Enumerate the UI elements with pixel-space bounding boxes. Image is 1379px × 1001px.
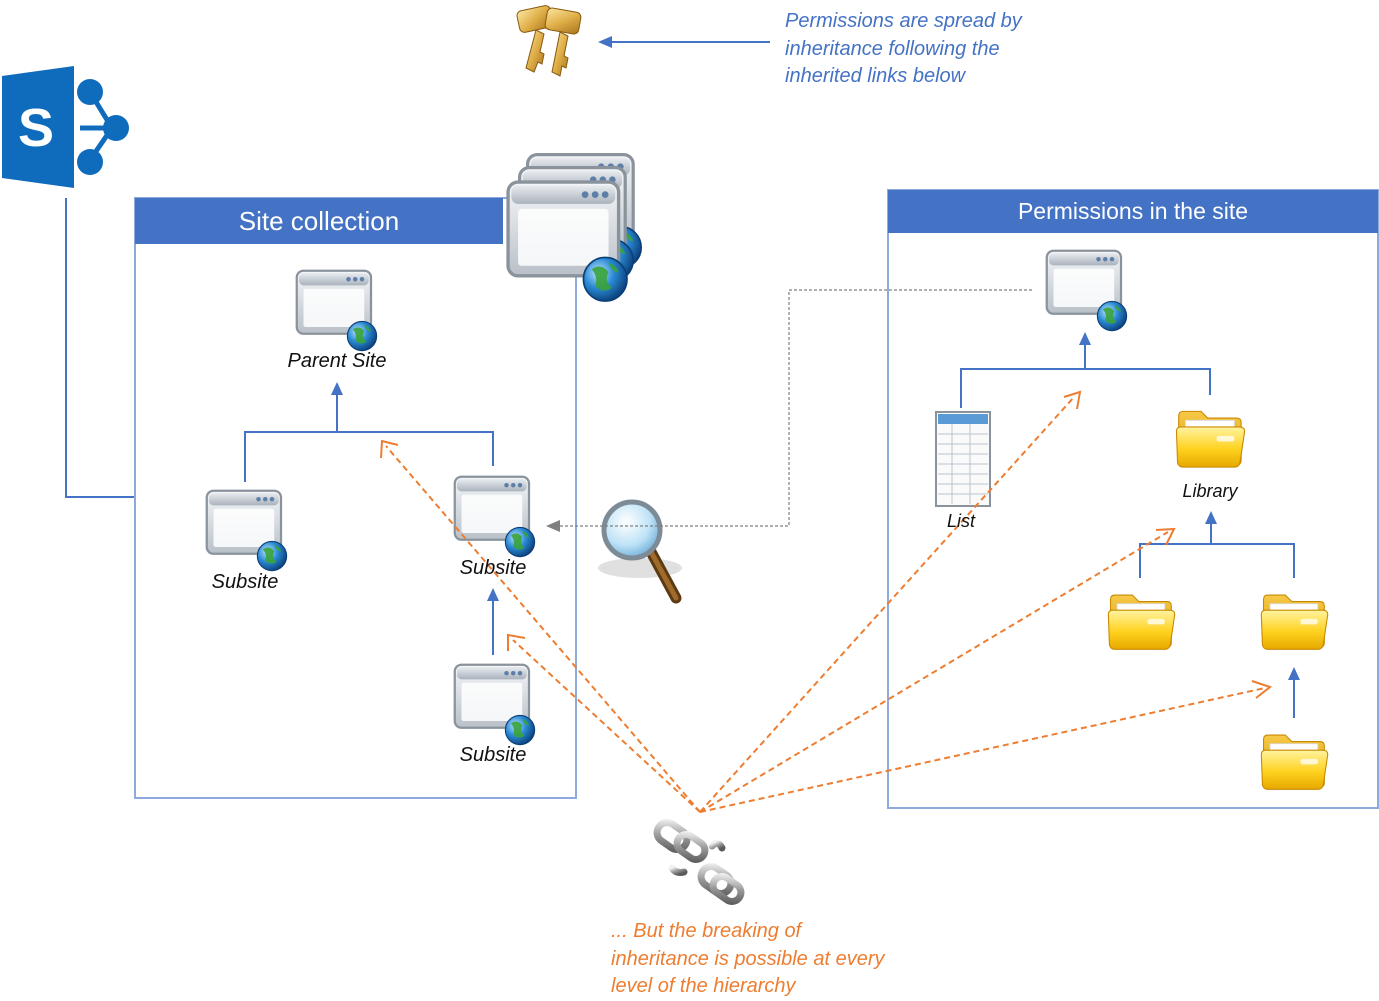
breaking-note-line-1: ... But the breaking of [611, 920, 802, 942]
breaking-note-line-3: level of the hierarchy [611, 975, 796, 997]
magnifier-icon [598, 499, 682, 604]
parent-site-icon [295, 269, 378, 352]
permissions-header: Permissions in the site [888, 190, 1378, 233]
logo-connector [65, 198, 136, 498]
subsite-right-label: Subsite [459, 557, 527, 579]
site-tree-lines [244, 392, 494, 655]
sharepoint-logo-icon: S [2, 66, 129, 188]
broken-chain-icon [653, 819, 745, 905]
permissions-title: Permissions in the site [1017, 198, 1249, 224]
zoom-connector [560, 289, 1032, 527]
subsite-left-icon [205, 489, 288, 572]
permissions-site-icon [1045, 249, 1128, 332]
list-label: List [946, 511, 975, 531]
list-icon [935, 411, 991, 507]
library-folder-icon [1175, 410, 1246, 468]
subsite-right-icon [453, 475, 536, 558]
site-collection-header: Site collection [135, 198, 503, 244]
subsite-left-label: Subsite [211, 571, 279, 593]
break-inheritance-arrows [385, 395, 1266, 813]
folder-right-icon [1260, 594, 1329, 650]
permissions-tree-lines [960, 343, 1295, 718]
keys-icon [516, 5, 582, 77]
keys-note-line-3: inherited links below [785, 65, 966, 87]
breaking-note-line-2: inheritance is possible at every [611, 947, 885, 970]
keys-note-line-2: inheritance following the [785, 37, 1000, 60]
keys-note-line-1: Permissions are spread by [785, 10, 1022, 32]
folder-bottom-icon [1260, 734, 1329, 790]
site-collection-title: Site collection [238, 205, 400, 236]
breaking-note: ... But the breaking of inheritance is p… [611, 918, 884, 1001]
subsite-bottom-icon [453, 663, 536, 746]
subsite-bottom-label: Subsite [459, 744, 527, 766]
parent-site-label: Parent Site [287, 350, 387, 372]
library-label: Library [1182, 481, 1238, 501]
sharepoint-letter: S [18, 98, 54, 158]
site-collection-icon [506, 153, 643, 303]
folder-left-icon [1107, 594, 1176, 650]
keys-note: Permissions are spread by inheritance fo… [785, 8, 1022, 91]
